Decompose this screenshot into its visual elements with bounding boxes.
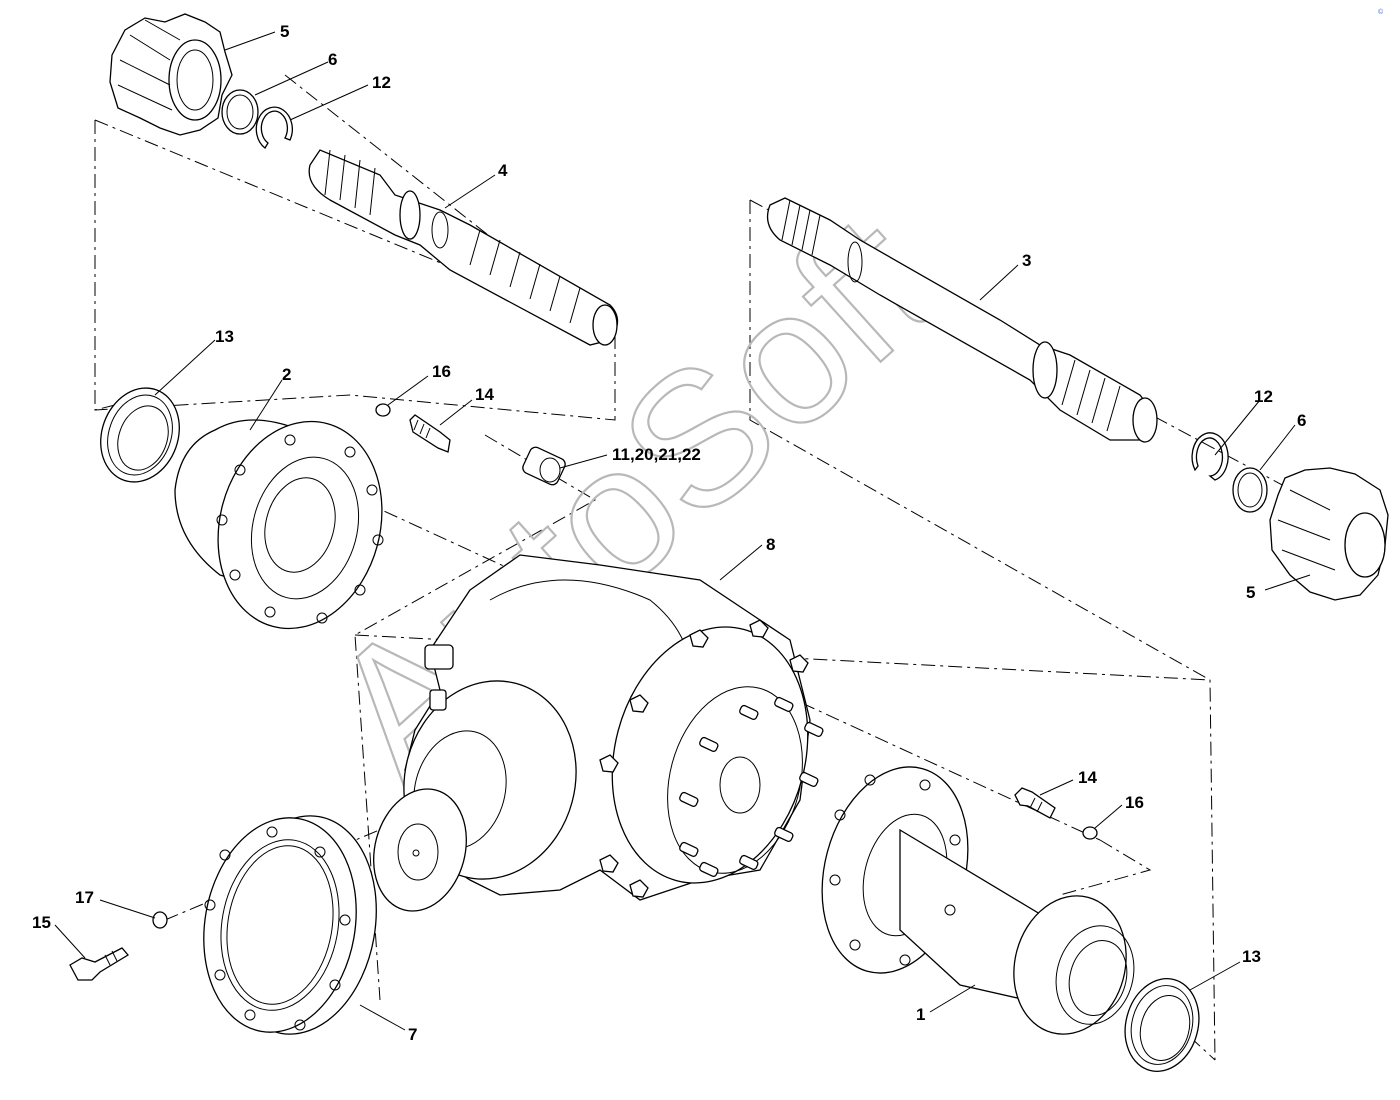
spindle-tube xyxy=(821,766,1135,1035)
label-part-16-top: 16 xyxy=(432,362,451,381)
o-ring-right xyxy=(1232,467,1268,513)
label-part-3: 3 xyxy=(1022,251,1031,270)
label-part-17: 17 xyxy=(75,888,94,907)
label-part-6-top: 6 xyxy=(328,50,337,69)
label-part-12-top: 12 xyxy=(372,73,391,92)
housing-bolt-heads xyxy=(599,619,809,898)
shaft-top xyxy=(308,149,619,346)
label-part-7: 7 xyxy=(408,1025,417,1044)
label-part-8: 8 xyxy=(766,535,775,554)
label-part-5-right: 5 xyxy=(1246,583,1255,602)
label-part-6-right: 6 xyxy=(1297,411,1306,430)
label-part-5-top: 5 xyxy=(280,22,289,41)
shaft-right xyxy=(766,197,1158,443)
gear-top xyxy=(109,13,233,136)
label-part-15: 15 xyxy=(32,913,51,932)
bearing-right xyxy=(1124,978,1200,1072)
axle-housing xyxy=(373,554,824,912)
washer-right xyxy=(1082,826,1098,840)
label-part-12-right: 12 xyxy=(1254,387,1273,406)
circlip-right xyxy=(1191,432,1229,481)
callout-labels: 5 6 12 4 3 12 6 5 13 2 16 14 11,20,21,22… xyxy=(32,22,1306,1044)
o-ring-top xyxy=(221,89,259,135)
washer-top xyxy=(375,403,391,417)
label-part-13-right: 13 xyxy=(1242,947,1261,966)
label-part-1: 1 xyxy=(916,1005,925,1024)
circlip-top xyxy=(255,106,293,149)
bearing-left xyxy=(100,387,180,483)
bolt-right xyxy=(1014,787,1056,819)
bolt-top xyxy=(409,414,451,453)
gear-right xyxy=(1269,467,1389,601)
label-part-16-right: 16 xyxy=(1125,793,1144,812)
label-part-2: 2 xyxy=(282,365,291,384)
label-part-14-right: 14 xyxy=(1078,768,1097,787)
ring-flange xyxy=(203,815,377,1035)
leader-lines xyxy=(54,31,1311,1031)
bolt-lower-left xyxy=(69,947,129,981)
label-part-4: 4 xyxy=(498,161,508,180)
corner-copyright-mark: © xyxy=(1378,8,1384,16)
hub-left xyxy=(174,419,384,630)
housing-studs xyxy=(679,696,824,877)
breather-fitting xyxy=(424,644,454,711)
label-part-11-group: 11,20,21,22 xyxy=(612,445,701,464)
label-part-14-top: 14 xyxy=(475,385,494,404)
plug-fitting xyxy=(522,446,566,486)
washer-lower-left xyxy=(152,911,168,929)
label-part-13-left: 13 xyxy=(215,327,234,346)
